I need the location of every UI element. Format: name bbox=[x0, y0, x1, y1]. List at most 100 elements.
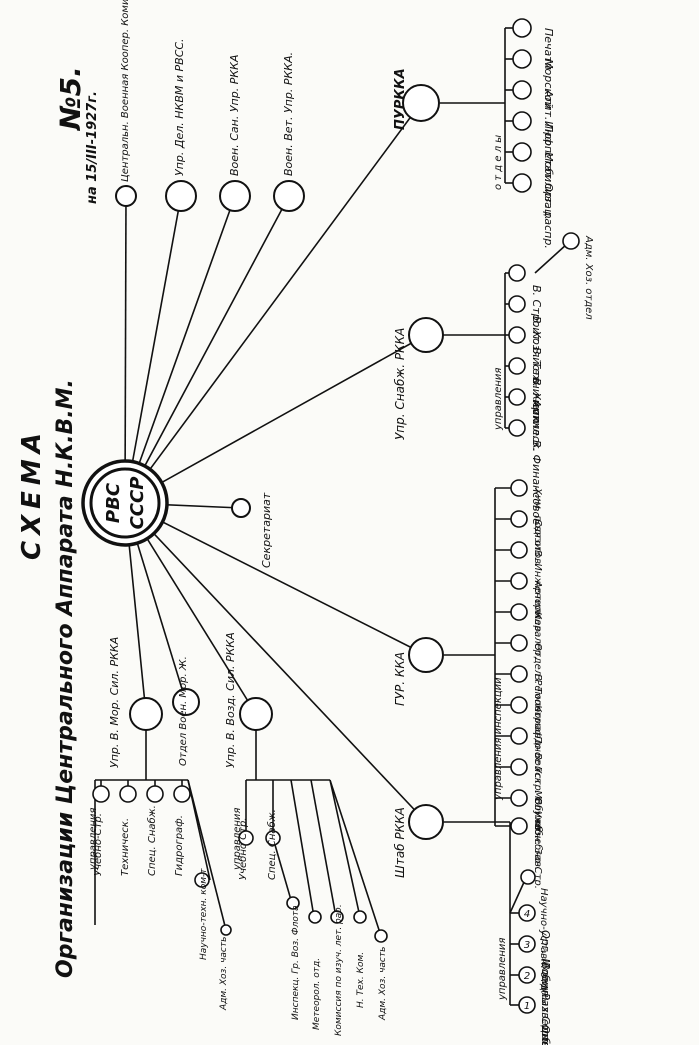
title-date: на 15/III-1927г. bbox=[85, 91, 100, 204]
center-label-1: РВС bbox=[103, 482, 124, 523]
purkka-item-5: Печати bbox=[542, 28, 555, 70]
supply-item-5: В. Строит. bbox=[530, 285, 543, 344]
purkka-item-0: Орг. распр. bbox=[542, 183, 555, 249]
gur-item-3: По Войск. Мобилиз. bbox=[532, 736, 544, 839]
air-items: Учебно Стр. Спец. Снабж. Инспекц. Гр. Во… bbox=[237, 809, 388, 1036]
staff-group-label: управления bbox=[497, 938, 508, 1001]
label-t2: Упр. Дел. НКВМ и РВСС. bbox=[173, 38, 186, 176]
center-label-2: СССР bbox=[127, 477, 148, 530]
purkka-item-1: Мобилизац. bbox=[542, 152, 555, 220]
title-scheme: СХЕМА bbox=[17, 427, 47, 560]
air-extra-0: Инспекц. Гр. Воз. Флота bbox=[291, 905, 301, 1020]
spoke-staff bbox=[124, 502, 427, 823]
air-item-1: Спец. Снабж. bbox=[266, 809, 278, 880]
staff-extra: Научно-уставн. отд. bbox=[538, 888, 549, 994]
navy-item-3: Гидрограф. bbox=[174, 815, 185, 876]
gur-item-2: Устр. Служб. bbox=[532, 767, 544, 835]
purkka-items: Орг. распр. Мобилизац. Инф. стат. Агит. … bbox=[512, 18, 555, 249]
navy-item-1: Техническ. bbox=[120, 818, 131, 876]
spoke-supply bbox=[124, 334, 427, 504]
spoke-t2 bbox=[124, 195, 182, 504]
spoke-t1 bbox=[124, 195, 127, 504]
supply-item-1: Артил. bbox=[530, 399, 543, 439]
label-staff: Штаб РККА bbox=[393, 807, 407, 878]
gur-item-9: В. Инженерн. bbox=[532, 550, 543, 621]
navy-item-2: Спец. Снабж. bbox=[146, 805, 158, 876]
node-staff bbox=[408, 804, 444, 840]
doc-number: №5. bbox=[54, 66, 87, 132]
staff-num-0: 1 bbox=[524, 1001, 530, 1012]
label-gur: ГУР. ККА bbox=[393, 652, 407, 706]
label-naval-dept: Отдел Воен. Мор. Ж. bbox=[178, 656, 189, 766]
staff-num-2: 3 bbox=[524, 940, 530, 951]
staff-num-3: 4 bbox=[524, 909, 530, 920]
navy-extra-2: Адм. Хоз. часть bbox=[219, 937, 229, 1011]
spoke-t3 bbox=[124, 195, 236, 504]
node-t4 bbox=[273, 180, 305, 212]
supply-items: В. Финансовое Артил. В. Химическ. В. Тех… bbox=[508, 232, 594, 525]
label-t4: Воен. Вет. Упр. РККА. bbox=[282, 52, 295, 176]
gur-item-7: Кавалер. bbox=[532, 612, 543, 659]
staff-num-1: 2 bbox=[524, 971, 530, 982]
node-purkka bbox=[402, 84, 440, 122]
air-extra-3: Н. Тех. Ком. bbox=[356, 952, 366, 1008]
gur-item-0: Учебно-Стр. bbox=[532, 826, 544, 889]
navy-group-label: управления bbox=[88, 808, 99, 871]
gur-group-label: управления инспекции bbox=[493, 677, 504, 801]
label-air: Упр. В. Возд. Сил. РККА bbox=[224, 632, 237, 768]
gur-item-1: В. Учебн. Зав. bbox=[532, 798, 544, 870]
air-extra-4: Адм. Хоз. часть bbox=[378, 947, 388, 1021]
node-supply bbox=[408, 317, 444, 353]
purkka-item-3: Агит. Проп. bbox=[542, 89, 555, 157]
supply-extra: Адм. Хоз. отдел bbox=[583, 235, 594, 320]
node-naval-dept bbox=[172, 688, 200, 716]
supply-item-0: В. Финансовое bbox=[530, 440, 543, 525]
label-t1: Центральн. Военная Коопер. Комиссия bbox=[120, 0, 131, 182]
gur-items: Учебно-Стр. В. Учебн. Зав. Устр. Служб. … bbox=[510, 479, 544, 889]
label-navy: Упр. В. Мор. Сил. РККА bbox=[108, 637, 121, 768]
navy-items: Учебно-Стр. Техническ. Спец. Снабж. Гидр… bbox=[92, 785, 232, 1011]
node-air bbox=[239, 697, 273, 731]
label-t3: Воен. Сан. Упр. РККА bbox=[228, 55, 241, 176]
node-t1 bbox=[115, 185, 137, 207]
gur-item-6: Отдел Ремонт. bbox=[532, 643, 543, 721]
supply-group-label: управления bbox=[493, 368, 504, 431]
label-secretariat: Секретариат bbox=[260, 492, 273, 568]
air-extra-1: Метеорол. отд. bbox=[312, 958, 322, 1030]
spoke-purkka bbox=[124, 102, 422, 504]
label-supply: Упр. Снабж. РККА bbox=[393, 328, 407, 440]
staff-item-3: Орг. Мобил. bbox=[539, 930, 552, 999]
node-t2 bbox=[165, 180, 197, 212]
staff-items: 1 2 3 4 Оперативн. Разведыват. Военных С… bbox=[518, 869, 552, 1050]
air-extra-2: Комиссия по изуч. лет. раб. bbox=[334, 904, 344, 1036]
spoke-gur bbox=[124, 502, 427, 656]
gur-item-10: Связи bbox=[532, 519, 543, 550]
gur-item-11: Хим. подготов. bbox=[532, 487, 543, 567]
staff-item-1: Разведыват. bbox=[539, 993, 552, 1045]
node-secretariat bbox=[231, 498, 251, 518]
supply-item-4: В. Хозяйств. bbox=[530, 316, 543, 387]
supply-item-3: В. Техническ. bbox=[530, 347, 543, 425]
node-gur bbox=[408, 637, 444, 673]
node-navy bbox=[129, 697, 163, 731]
title-main: Организации Центрального Аппарата Н.К.В.… bbox=[53, 379, 78, 978]
purkka-item-4: Морской bbox=[542, 59, 555, 109]
staff-item-0: Оперативн. bbox=[539, 1025, 552, 1045]
air-group-label: управления bbox=[232, 808, 243, 871]
node-t3 bbox=[219, 180, 251, 212]
air-item-0: Учебно Стр. bbox=[237, 818, 249, 881]
gur-item-4: Командное bbox=[532, 705, 543, 764]
label-purkka: ПУРККА bbox=[393, 68, 408, 130]
navy-item-0: Учебно-Стр. bbox=[92, 813, 104, 876]
gur-item-8: Артиллер. bbox=[532, 580, 543, 635]
purkka-group-label: о т д е л ы bbox=[493, 135, 504, 190]
spoke-t4 bbox=[124, 195, 290, 504]
gur-item-5: В. Топограф. bbox=[532, 674, 543, 742]
staff-item-2: Военных Сообщ. bbox=[539, 962, 552, 1045]
purkka-item-2: Инф. стат. bbox=[542, 121, 555, 182]
center-node: РВС СССР bbox=[81, 459, 169, 547]
supply-item-2: В. Химическ. bbox=[530, 378, 543, 452]
title-block: СХЕМА bbox=[17, 427, 47, 560]
